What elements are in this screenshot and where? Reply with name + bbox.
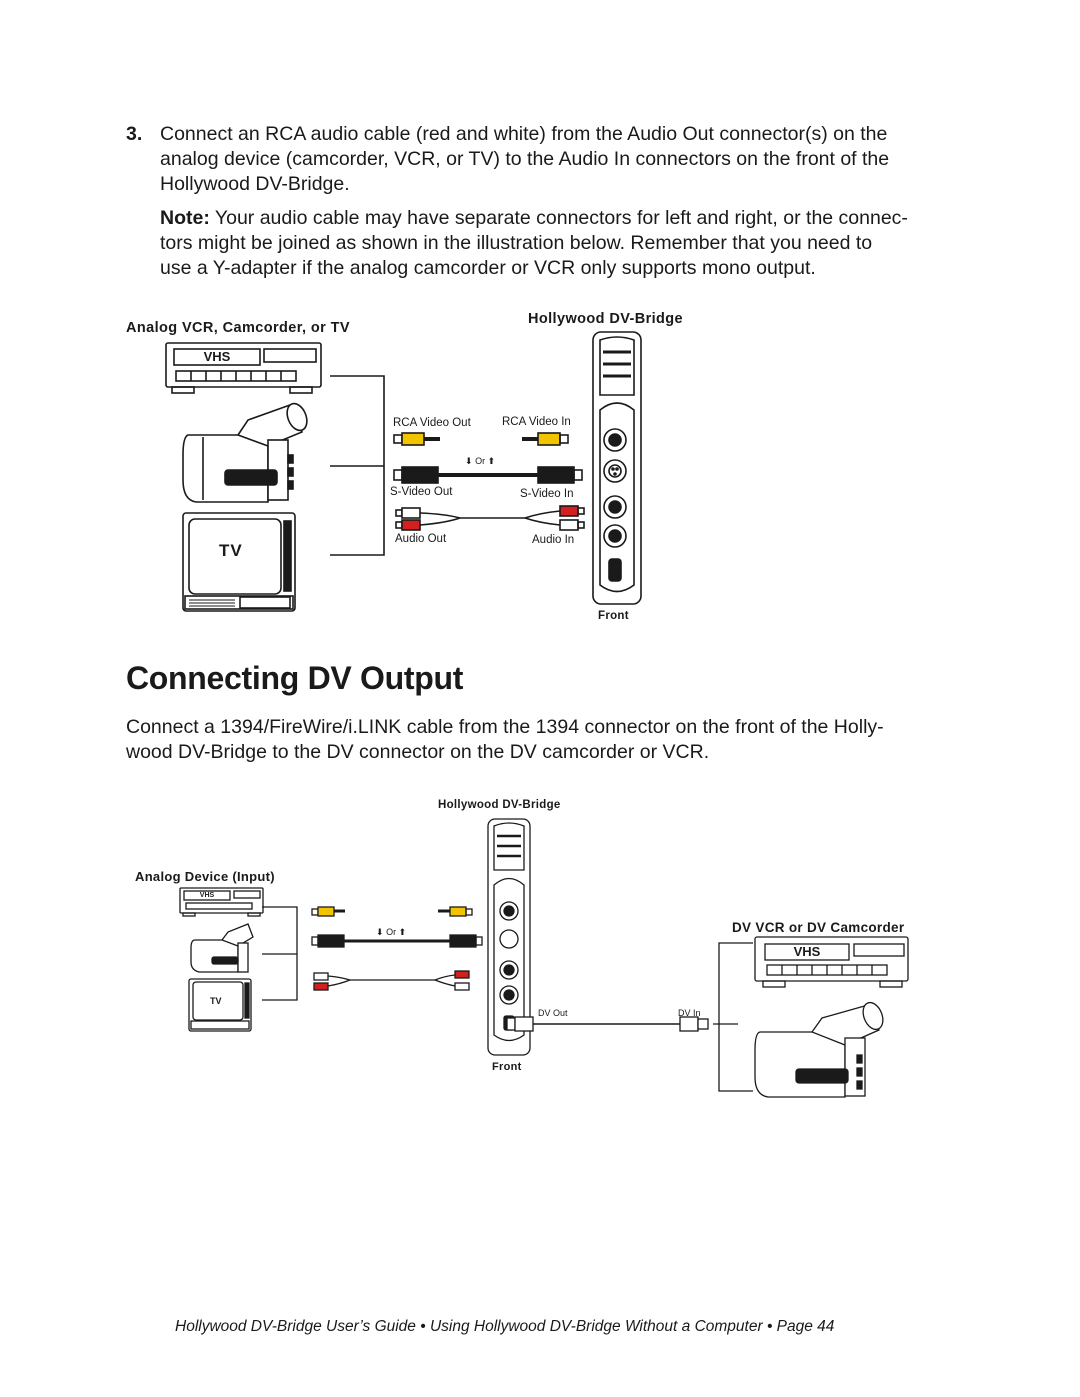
down-arrow-icon: ⬇ bbox=[465, 456, 473, 466]
dv-out-label: DV Out bbox=[538, 1008, 568, 1018]
step3-line: Connect an RCA audio cable (red and whit… bbox=[160, 123, 888, 145]
dv-vcr-label: VHS bbox=[793, 944, 821, 959]
or-label-2: ⬇ Or ⬆ bbox=[376, 927, 407, 937]
diagram1-bridge-label: Hollywood DV-Bridge bbox=[528, 311, 684, 327]
small-vcr-icon bbox=[179, 887, 264, 917]
section-paragraph: Connect a 1394/FireWire/i.LINK cable fro… bbox=[126, 715, 1026, 765]
rca-video-in-label: RCA Video In bbox=[502, 416, 571, 428]
front-label-2: Front bbox=[492, 1061, 522, 1073]
front-label: Front bbox=[598, 610, 629, 622]
dv-in-label: DV In bbox=[678, 1008, 701, 1018]
svideo-out-label: S-Video Out bbox=[390, 486, 453, 498]
note-line: tors might be joined as shown in the ill… bbox=[160, 232, 873, 254]
small-vcr-label: VHS bbox=[199, 892, 215, 899]
up-arrow-icon: ⬆ bbox=[487, 456, 496, 466]
diagram2-bridge-label: Hollywood DV-Bridge bbox=[438, 799, 561, 811]
up-arrow-icon: ⬆ bbox=[398, 927, 407, 937]
svideo-in-label: S-Video In bbox=[520, 488, 574, 500]
diagram1-source-label: Analog VCR, Camcorder, or TV bbox=[126, 320, 350, 336]
camcorder-icon bbox=[182, 402, 308, 503]
or-label: ⬇ Or ⬆ bbox=[465, 456, 496, 466]
step3-text: Connect an RCA audio cable (red and whit… bbox=[160, 122, 1020, 197]
audio-cable bbox=[395, 505, 585, 531]
step3-line: Hollywood DV-Bridge. bbox=[160, 173, 350, 195]
page-footer: Hollywood DV-Bridge User’s Guide • Using… bbox=[175, 1318, 835, 1335]
note-paragraph: Note: Your audio cable may have separate… bbox=[160, 206, 1040, 281]
step-number: 3. bbox=[126, 123, 143, 145]
diagram2-dv-label: DV VCR or DV Camcorder bbox=[732, 920, 905, 935]
small-camcorder-icon bbox=[190, 923, 254, 973]
step3-line: analog device (camcorder, VCR, or TV) to… bbox=[160, 148, 890, 170]
dv-vcr-icon bbox=[754, 936, 909, 988]
section-line: Connect a 1394/FireWire/i.LINK cable fro… bbox=[126, 716, 884, 738]
rca-video-cable bbox=[393, 432, 569, 446]
dv-camcorder-icon bbox=[754, 1001, 884, 1098]
dv-cable bbox=[506, 1016, 709, 1032]
bridge-device-2-icon bbox=[487, 818, 531, 1056]
tv-label: TV bbox=[219, 541, 243, 560]
diagram2-source-label: Analog Device (Input) bbox=[135, 869, 275, 884]
rca-video-out-label: RCA Video Out bbox=[393, 417, 471, 429]
vcr-icon bbox=[165, 342, 322, 394]
audio-out-label: Audio Out bbox=[395, 533, 447, 545]
vcr-label: VHS bbox=[203, 349, 231, 364]
down-arrow-icon: ⬇ bbox=[376, 927, 384, 937]
tv-icon bbox=[182, 512, 296, 612]
section-title: Connecting DV Output bbox=[126, 660, 464, 696]
note-label: Note: bbox=[160, 207, 210, 229]
section-line: wood DV-Bridge to the DV connector on th… bbox=[126, 741, 710, 763]
small-tv-icon bbox=[188, 978, 252, 1032]
audio-in-label: Audio In bbox=[532, 534, 575, 546]
bridge-device-icon bbox=[592, 331, 642, 605]
note-line: Your audio cable may have separate conne… bbox=[209, 207, 908, 229]
small-tv-label: TV bbox=[210, 996, 222, 1006]
svideo-cable bbox=[393, 466, 583, 484]
note-line: use a Y-adapter if the analog camcorder … bbox=[160, 257, 816, 279]
